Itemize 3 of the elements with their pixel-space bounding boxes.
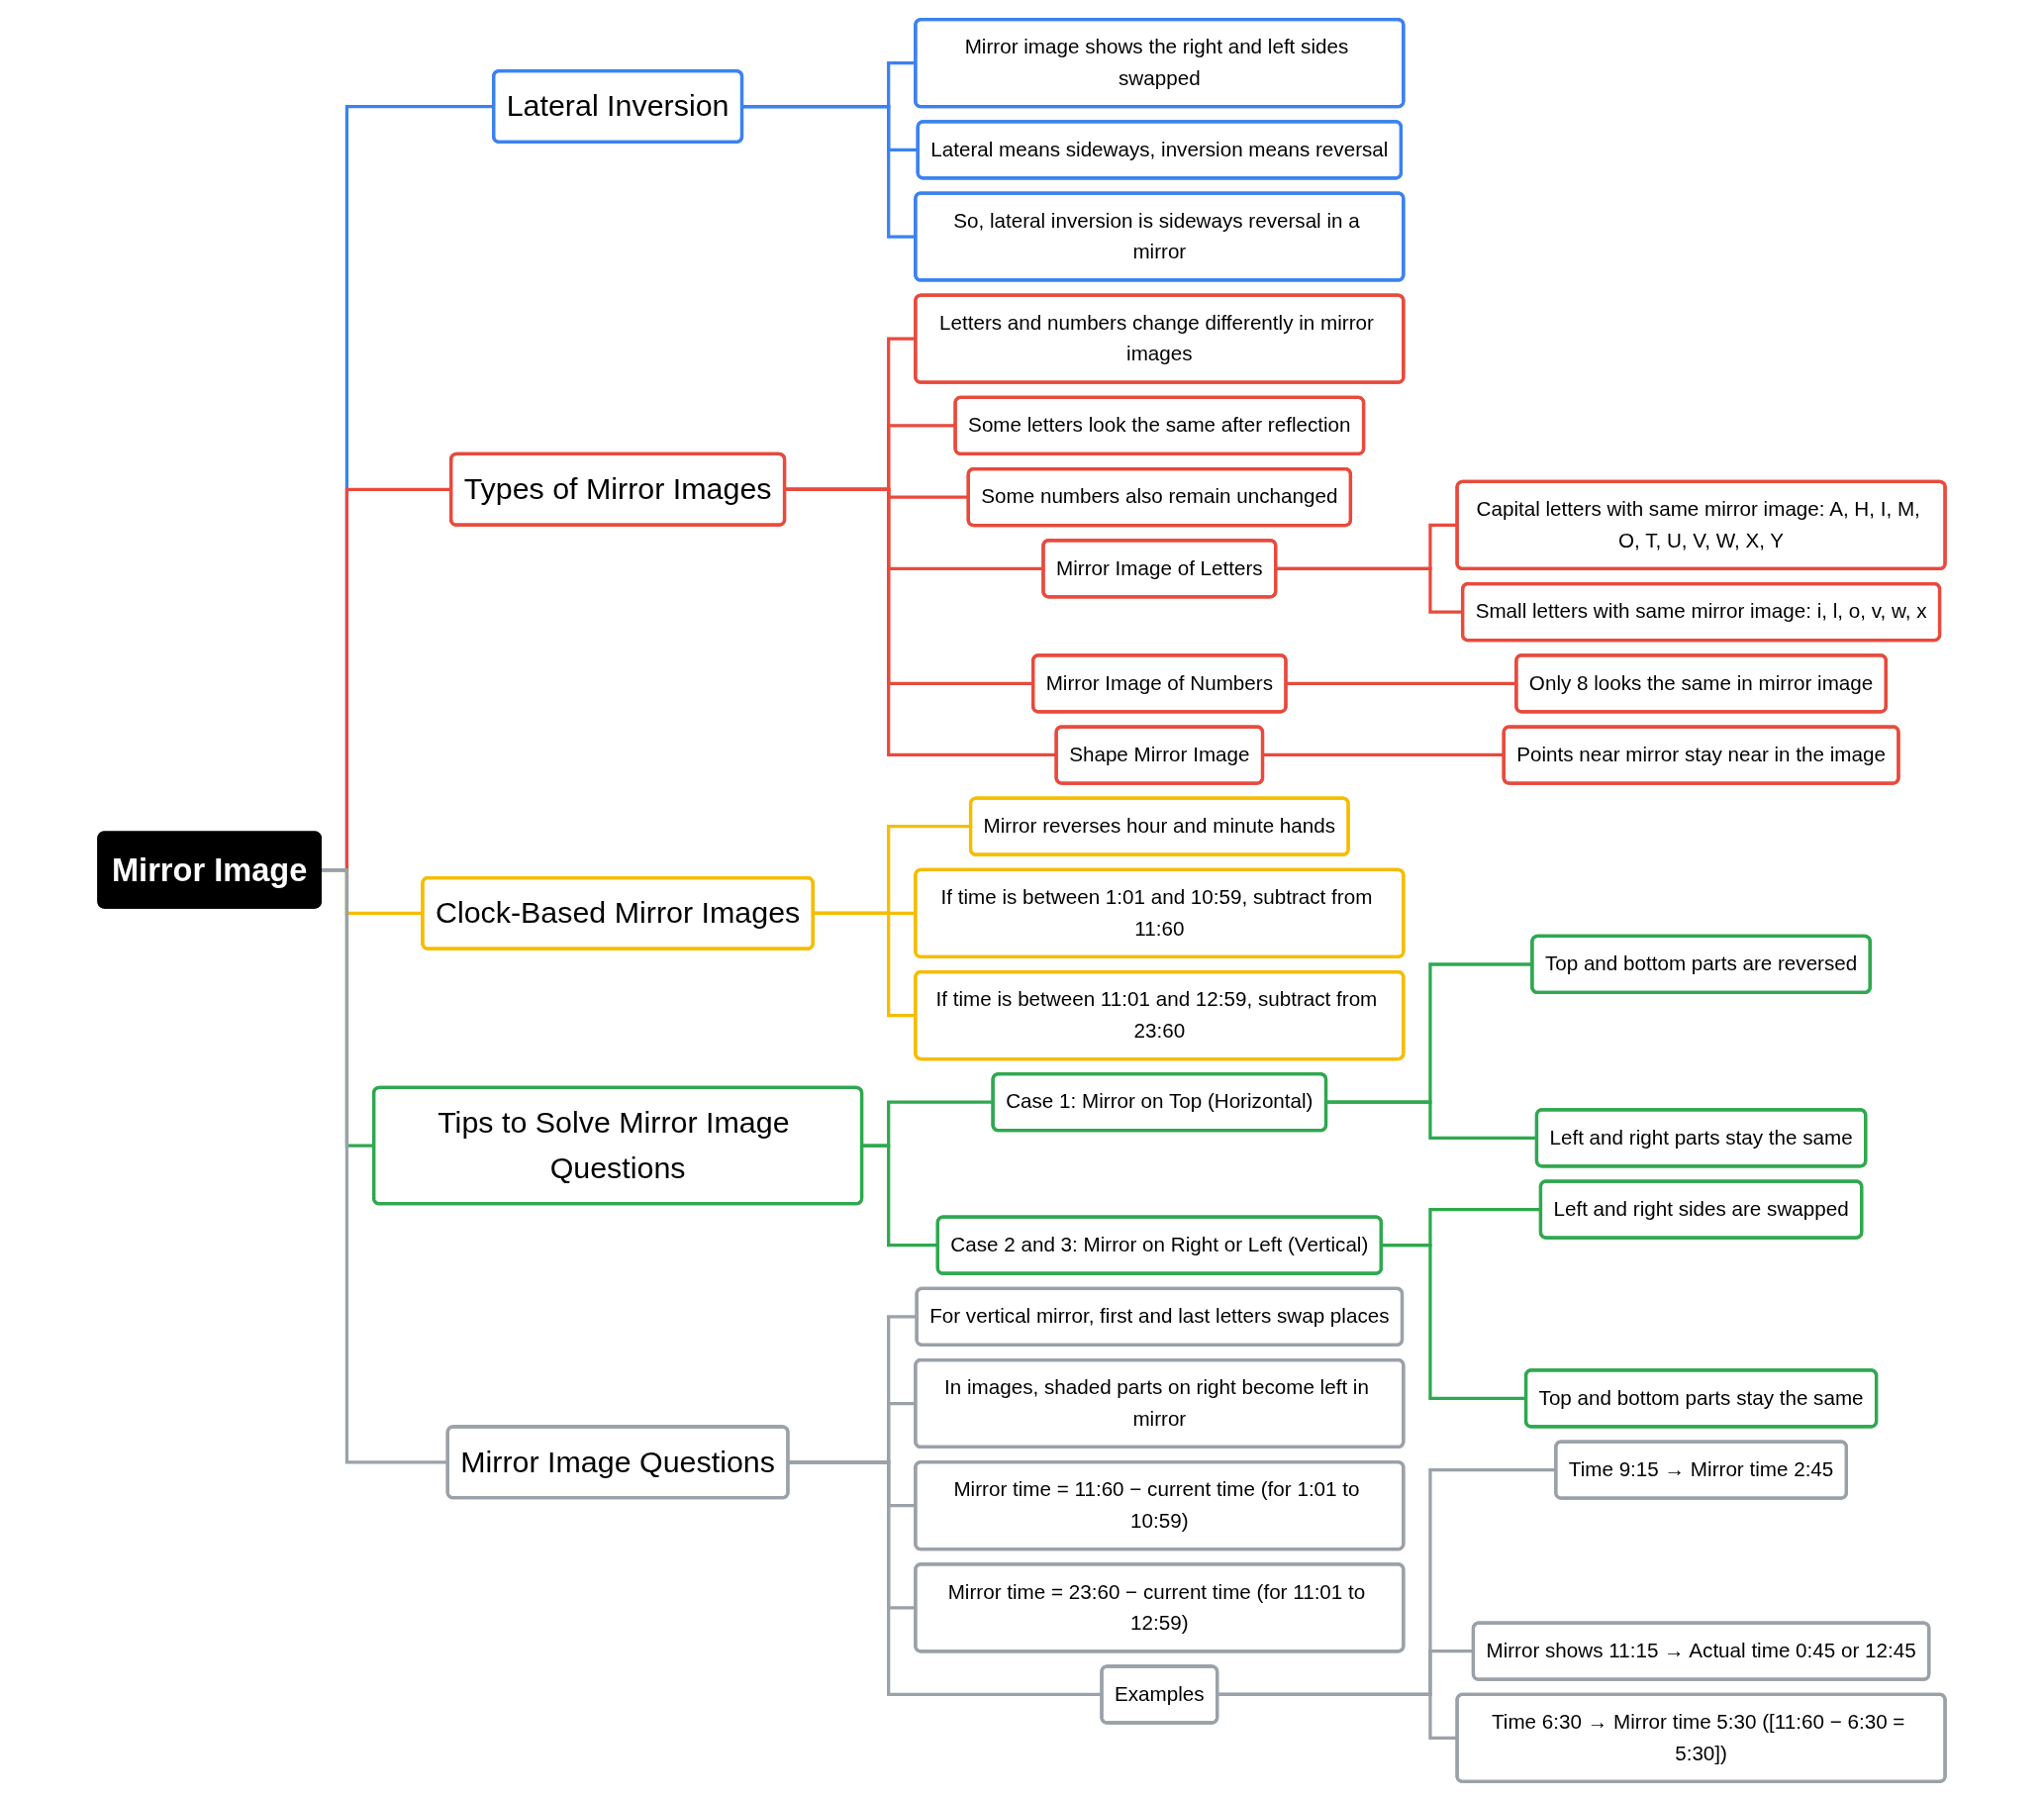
connector (1261, 752, 1506, 756)
connector (740, 104, 917, 239)
connector (1380, 1243, 1527, 1400)
